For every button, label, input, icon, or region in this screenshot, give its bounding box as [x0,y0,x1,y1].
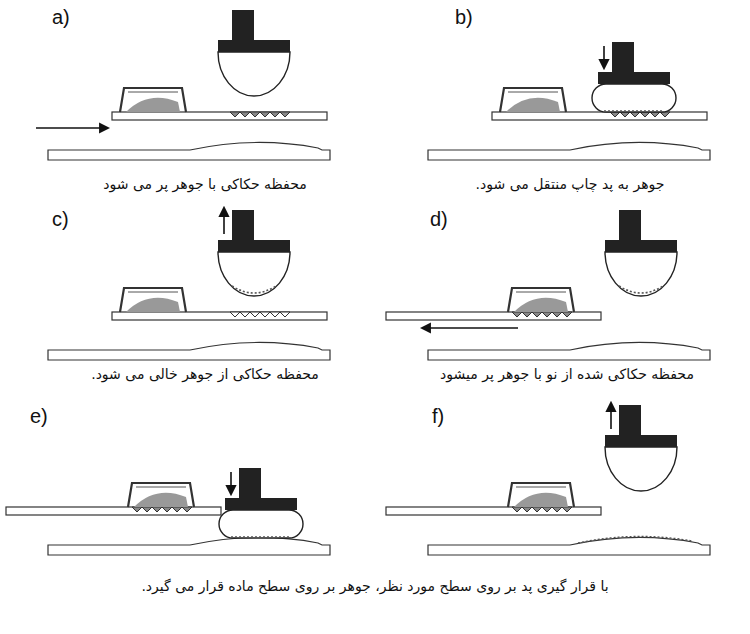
step-caption: محفظه حکاکی از جوهر خالی می شود. [30,366,380,382]
printed-ink [578,536,692,543]
ink-cup-rim [128,92,178,93]
silicone-pad [218,252,290,296]
pad-holder [605,240,677,252]
engraving [230,312,290,317]
ink-cup-rim [508,92,558,93]
silicone-pad [605,252,677,296]
substrate [428,342,710,360]
pad-holder [605,435,677,447]
pad-stem [232,210,254,240]
process-step [48,208,330,360]
pad-stem [619,405,641,435]
ink-cup [120,88,186,112]
substrate [48,142,330,160]
substrate [428,537,710,555]
substrate [48,342,330,360]
silicone-pad [219,510,303,538]
pad-holder [218,40,290,52]
figure-caption: با قرار گیری پد بر روی سطح مورد نظر، جوه… [10,578,740,594]
ink-cup [500,88,566,112]
pad-holder [225,498,297,510]
engraving [512,507,572,512]
ink-cup-rim [516,292,566,293]
motion-arrow [230,472,232,494]
ink-cup [508,483,574,507]
step-caption: محفظه حکاکی با جوهر پر می شود [30,176,380,192]
process-step [386,403,710,555]
cliche-plate [386,507,601,515]
panel-letter: c) [52,208,69,231]
process-step [6,468,330,555]
motion-arrow [603,46,605,68]
process-step [386,210,710,360]
ink-cup [128,483,194,507]
silicone-pad [218,52,290,96]
ink [126,98,180,112]
pad-stem [239,468,261,498]
panel-letter: a) [52,6,70,29]
engraving [230,112,290,117]
cliche-plate [492,112,707,120]
ink-cup-rim [136,487,186,488]
ink [506,98,560,112]
pad-ink [231,536,291,538]
panel-letter: d) [430,208,448,231]
cliche-plate [112,112,327,120]
panel-letter: e) [30,405,48,428]
cliche-plate [112,312,327,320]
pad-ink [619,286,663,293]
cliche-plate [6,507,221,515]
motion-arrow [36,127,108,129]
step-caption: جوهر به پد چاپ منتقل می شود. [400,176,740,192]
pad-stem [612,42,634,72]
ink [134,493,188,507]
step-caption: محفظه حکاکی شده از نو با جوهر پر میشود [392,366,742,382]
pad-ink [604,110,664,112]
silicone-pad [592,84,676,112]
pad-stem [232,10,254,40]
pad-holder [218,240,290,252]
cliche-plate [386,312,601,320]
ink [514,493,568,507]
ink-cup [120,288,186,312]
ink-cup [508,288,574,312]
substrate [428,142,710,160]
substrate [48,537,330,555]
panel-letter: f) [432,405,444,428]
engraving [132,507,192,512]
process-step [428,42,710,160]
silicone-pad [605,447,677,491]
motion-arrow [610,403,612,429]
pad-ink [232,286,276,293]
motion-arrow [422,327,518,329]
process-step [36,10,330,160]
ink [126,298,180,312]
ink-cup-rim [128,292,178,293]
engraving [512,312,572,317]
ink [514,298,568,312]
engraving [610,112,670,117]
motion-arrow [223,208,225,234]
pad-stem [619,210,641,240]
ink-cup-rim [516,487,566,488]
panel-letter: b) [455,6,473,29]
pad-holder [598,72,670,84]
